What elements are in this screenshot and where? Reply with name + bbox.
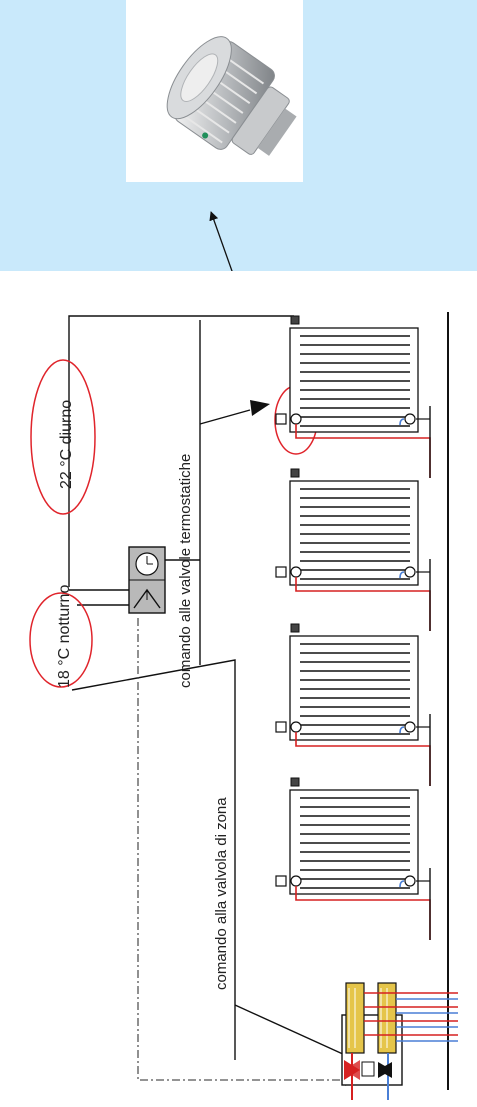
zone-valve-command-label: comando alla valvola di zona [213,797,230,990]
thermostatic-command-label: comando alle valvole termostatiche [177,454,194,688]
thermostatic-valve-3 [276,722,286,732]
night-temp-label: 18 °C notturno [56,585,73,688]
thermostatic-valve-4 [276,876,286,886]
thermostatic-valve-1 [276,414,286,424]
day-temp-label: 22 °C diurno [58,400,75,489]
thermostatic-valve-2 [276,567,286,577]
timer-programmer [129,547,165,613]
thermostatic-head-image [126,0,310,182]
